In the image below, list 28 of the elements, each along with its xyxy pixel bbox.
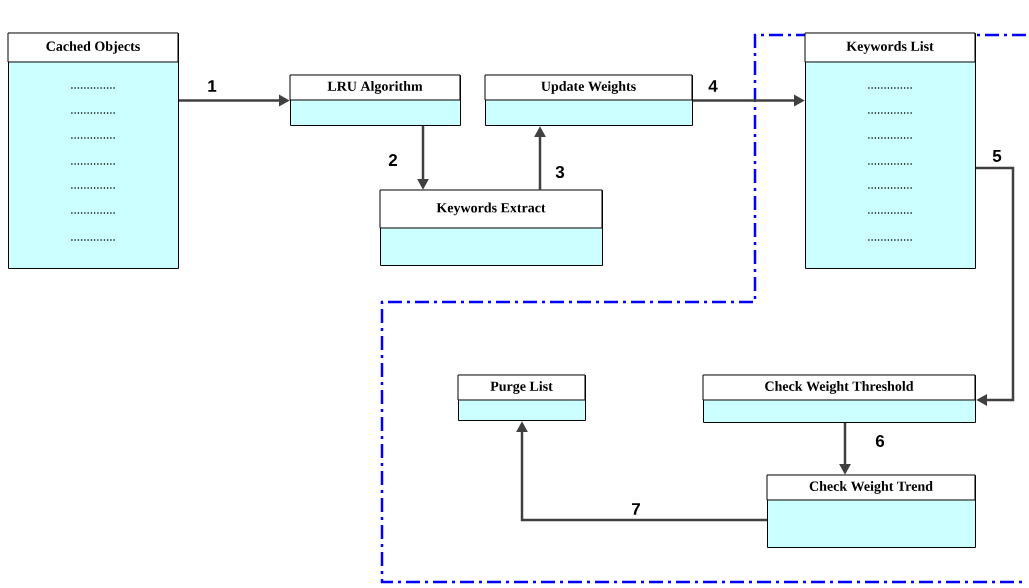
- dotted-entry: ..............: [71, 187, 115, 189]
- dotted-entry: ..............: [868, 137, 912, 139]
- dotted-entry: ..............: [71, 212, 115, 214]
- dotted-entry: ..............: [868, 112, 912, 114]
- list-box: Check Weight Trend: [766, 474, 976, 548]
- list-box: LRU Algorithm: [289, 74, 461, 126]
- edge-label: 6: [874, 434, 886, 448]
- edge-label: 3: [554, 164, 566, 179]
- list-box: Keywords Extract: [379, 189, 603, 266]
- arrow: [976, 166, 1015, 406]
- list-box: Check Weight Threshold: [702, 374, 976, 423]
- edge-label: 1: [206, 79, 218, 93]
- dotted-entry: ..............: [868, 187, 912, 189]
- dotted-entry: ..............: [868, 212, 912, 214]
- dotted-entry: ..............: [868, 163, 912, 165]
- edge-label: 5: [991, 149, 1003, 163]
- edge-label: 4: [707, 79, 719, 93]
- dotted-entry: ..............: [868, 239, 912, 241]
- dotted-entry: ..............: [868, 87, 912, 89]
- dotted-entry: ..............: [71, 137, 115, 139]
- dotted-entry: ..............: [71, 163, 115, 165]
- edge-label: 2: [387, 153, 399, 167]
- dotted-entry: ..............: [71, 239, 115, 241]
- dotted-entry: ..............: [71, 112, 115, 114]
- list-box: Update Weights: [484, 74, 693, 126]
- dotted-entry: ..............: [71, 87, 115, 89]
- edge-label: 7: [630, 502, 642, 516]
- list-box: Purge List: [457, 374, 586, 421]
